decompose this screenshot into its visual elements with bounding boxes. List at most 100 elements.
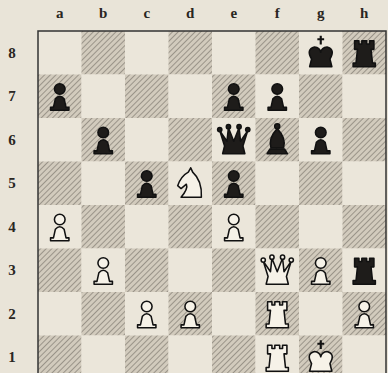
- dark-square: [299, 75, 343, 119]
- light-square: [125, 31, 169, 75]
- light-square: [169, 249, 213, 293]
- piece-part: [54, 84, 65, 95]
- piece-part: [353, 258, 375, 284]
- black-b-piece: [267, 124, 287, 154]
- board-border: [38, 31, 386, 373]
- light-square: [343, 162, 387, 206]
- light-square: [169, 75, 213, 119]
- dark-square: [125, 75, 169, 119]
- rank-label: 6: [8, 132, 16, 147]
- file-label: d: [186, 6, 194, 21]
- rank-label: 3: [8, 263, 16, 278]
- piece-part: [141, 301, 152, 312]
- piece-part: [317, 340, 324, 349]
- white-p-piece: [51, 214, 69, 241]
- piece-part: [54, 214, 65, 225]
- light-square: [82, 75, 126, 119]
- light-square: [125, 118, 169, 162]
- dark-square: [212, 75, 256, 119]
- dark-square: [125, 336, 169, 373]
- light-square: [256, 336, 300, 373]
- piece-part: [138, 314, 156, 328]
- black-p-piece: [51, 84, 69, 111]
- file-label: f: [275, 6, 280, 21]
- file-label: b: [99, 6, 107, 21]
- piece-part: [98, 258, 109, 269]
- file-label: a: [56, 6, 64, 21]
- dark-square: [343, 31, 387, 75]
- piece-part: [94, 140, 112, 154]
- black-q-piece: [218, 125, 250, 154]
- light-square: [82, 249, 126, 293]
- dark-square: [125, 249, 169, 293]
- dark-square: [343, 205, 387, 249]
- rank-label: 1: [8, 350, 16, 365]
- dark-square: [38, 75, 82, 119]
- piece-part: [246, 127, 250, 131]
- light-square: [299, 31, 343, 75]
- white-p-piece: [355, 301, 373, 328]
- dark-square: [212, 162, 256, 206]
- piece-part: [309, 47, 332, 67]
- piece-part: [226, 125, 230, 129]
- black-p-piece: [225, 84, 243, 111]
- rank-label: 2: [8, 306, 16, 321]
- piece-part: [317, 36, 324, 45]
- dark-square: [256, 205, 300, 249]
- dark-square: [38, 336, 82, 373]
- light-square: [343, 249, 387, 293]
- light-square: [38, 205, 82, 249]
- dark-square: [38, 249, 82, 293]
- light-square: [256, 75, 300, 119]
- piece-part: [312, 140, 330, 154]
- piece-part: [315, 258, 326, 269]
- dark-square: [343, 118, 387, 162]
- piece-part: [270, 129, 284, 148]
- light-square: [212, 118, 256, 162]
- light-square: [38, 31, 82, 75]
- dark-square: [299, 249, 343, 293]
- light-square: [125, 205, 169, 249]
- pieces: [51, 36, 376, 371]
- piece-part: [315, 127, 326, 138]
- piece-part: [309, 351, 332, 371]
- light-square: [125, 292, 169, 336]
- light-square: [343, 75, 387, 119]
- dark-square: [82, 31, 126, 75]
- dark-square: [343, 292, 387, 336]
- dark-square: [169, 292, 213, 336]
- light-square: [299, 118, 343, 162]
- piece-part: [280, 255, 284, 259]
- light-square: [212, 205, 256, 249]
- dark-square: [256, 118, 300, 162]
- white-r-piece: [266, 345, 288, 371]
- piece-part: [275, 124, 280, 129]
- rank-label: 4: [8, 219, 16, 234]
- dark-square: [125, 162, 169, 206]
- black-p-piece: [268, 84, 286, 111]
- piece-part: [266, 302, 288, 328]
- white-r-piece: [266, 302, 288, 328]
- black-p-piece: [94, 127, 112, 154]
- dark-square: [256, 31, 300, 75]
- piece-part: [355, 314, 373, 328]
- file-label: h: [360, 6, 368, 21]
- light-square: [299, 205, 343, 249]
- piece-part: [266, 345, 288, 371]
- light-square: [299, 292, 343, 336]
- piece-part: [228, 171, 239, 182]
- file-label: c: [143, 6, 150, 21]
- black-p-piece: [138, 171, 156, 198]
- piece-part: [228, 84, 239, 95]
- light-square: [82, 336, 126, 373]
- piece-part: [220, 128, 248, 154]
- piece-part: [312, 270, 330, 284]
- white-k-piece: [309, 340, 332, 371]
- dark-square: [212, 249, 256, 293]
- dark-square: [212, 336, 256, 373]
- light-square: [212, 31, 256, 75]
- dark-square: [169, 118, 213, 162]
- rank-label: 7: [8, 89, 16, 104]
- dark-square: [38, 162, 82, 206]
